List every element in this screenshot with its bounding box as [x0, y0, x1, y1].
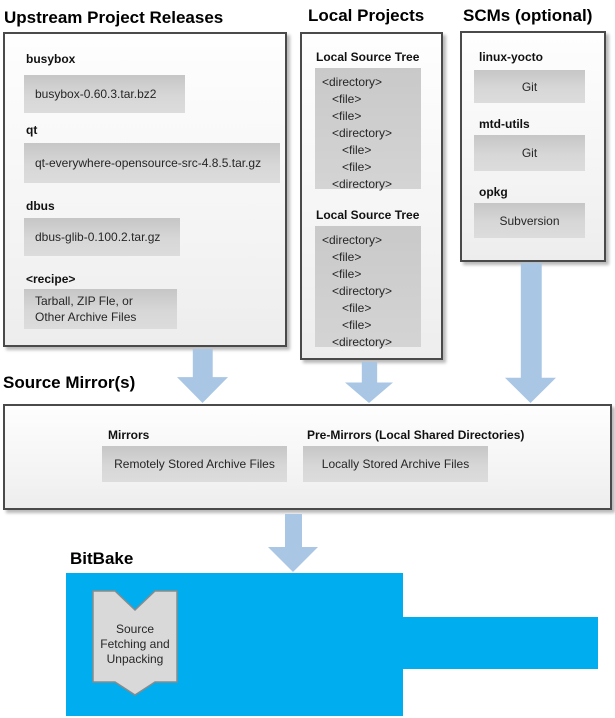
upstream-item-file: qt-everywhere-opensource-src-4.8.5.tar.g…	[24, 143, 280, 183]
scm-item-tool: Git	[474, 70, 585, 103]
upstream-item-label: busybox	[26, 52, 76, 66]
scm-item-label: linux-yocto	[479, 50, 544, 64]
bitbake-output-connector	[402, 617, 598, 669]
upstream-item-file: busybox-0.60.3.tar.bz2	[24, 75, 185, 113]
local-source-tree: <directory> <file> <file> <directory> <f…	[315, 226, 421, 349]
scm-item-label: opkg	[479, 185, 508, 199]
down-arrow-icon	[345, 362, 393, 403]
premirrors-value-box: Locally Stored Archive Files	[303, 446, 488, 482]
scms-panel: linux-yocto Git mtd-utils Git opkg Subve…	[460, 31, 606, 262]
upstream-item-file: dbus-glib-0.100.2.tar.gz	[24, 218, 180, 256]
local-projects-title: Local Projects	[308, 6, 425, 25]
upstream-item-file: Tarball, ZIP Fle, or Other Archive Files	[24, 289, 177, 329]
upstream-panel: busybox busybox-0.60.3.tar.bz2 qt qt-eve…	[3, 32, 287, 347]
upstream-item-label: dbus	[26, 199, 55, 213]
down-arrow-icon	[505, 263, 556, 403]
upstream-item-label: qt	[26, 123, 38, 137]
bitbake-title: BitBake	[70, 549, 134, 568]
upstream-title: Upstream Project Releases	[4, 8, 224, 27]
mirrors-label: Mirrors	[108, 428, 150, 442]
local-projects-panel: Local Source Tree <directory> <file> <fi…	[300, 32, 443, 360]
local-source-tree-label: Local Source Tree	[316, 208, 420, 222]
upstream-item-label: <recipe>	[26, 272, 76, 286]
source-fetch-step-label: Source Fetching and Unpacking	[100, 621, 170, 666]
down-arrow-icon	[177, 349, 228, 403]
scms-title: SCMs (optional)	[463, 6, 593, 25]
source-mirrors-title: Source Mirror(s)	[3, 373, 136, 392]
source-fetch-step: Source Fetching and Unpacking	[92, 590, 178, 696]
scm-item-label: mtd-utils	[479, 117, 530, 131]
local-source-tree: <directory> <file> <file> <directory> <f…	[315, 68, 421, 191]
premirrors-label: Pre-Mirrors (Local Shared Directories)	[307, 428, 525, 442]
scm-item-tool: Git	[474, 135, 585, 171]
source-mirrors-panel: Mirrors Remotely Stored Archive Files Pr…	[3, 404, 612, 510]
chevron-banner-icon	[92, 590, 178, 696]
scm-item-tool: Subversion	[474, 203, 585, 238]
down-arrow-icon	[268, 514, 318, 572]
mirrors-value-box: Remotely Stored Archive Files	[102, 446, 287, 482]
local-source-tree-label: Local Source Tree	[316, 50, 420, 64]
